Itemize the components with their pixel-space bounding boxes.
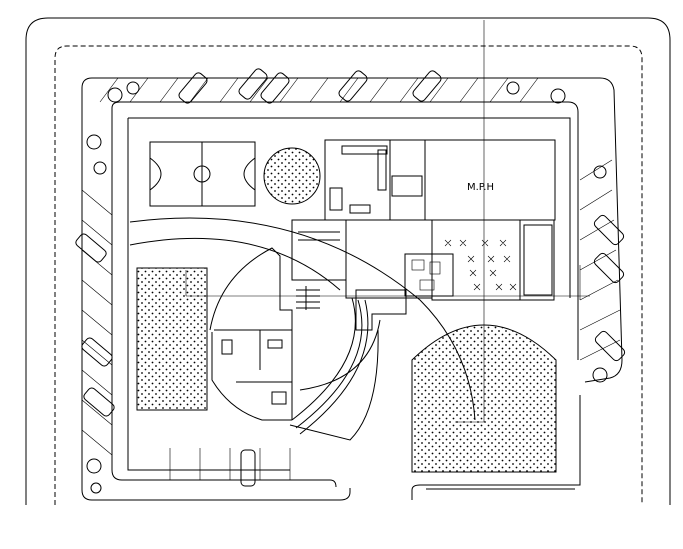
car-icon — [75, 68, 626, 487]
dashed-setback-line — [54, 45, 643, 505]
building-block-middle — [291, 219, 555, 310]
room-label-mph: M.P.H — [467, 182, 494, 193]
guide-lines — [185, 20, 590, 423]
building-curved-wing — [209, 247, 407, 435]
parking-stalls — [81, 77, 621, 480]
tree-icon — [86, 81, 608, 494]
basketball-court — [149, 141, 256, 207]
building-block-upper — [324, 139, 556, 221]
furniture-cluster — [411, 239, 517, 291]
lawn-area-left — [136, 267, 208, 411]
landscape-curves — [129, 217, 476, 441]
site-boundary — [25, 17, 671, 505]
inner-site-outline — [127, 117, 571, 471]
parking-road-outline — [81, 77, 623, 501]
parking-road-outline-inner — [111, 101, 579, 490]
round-garden — [263, 147, 321, 205]
